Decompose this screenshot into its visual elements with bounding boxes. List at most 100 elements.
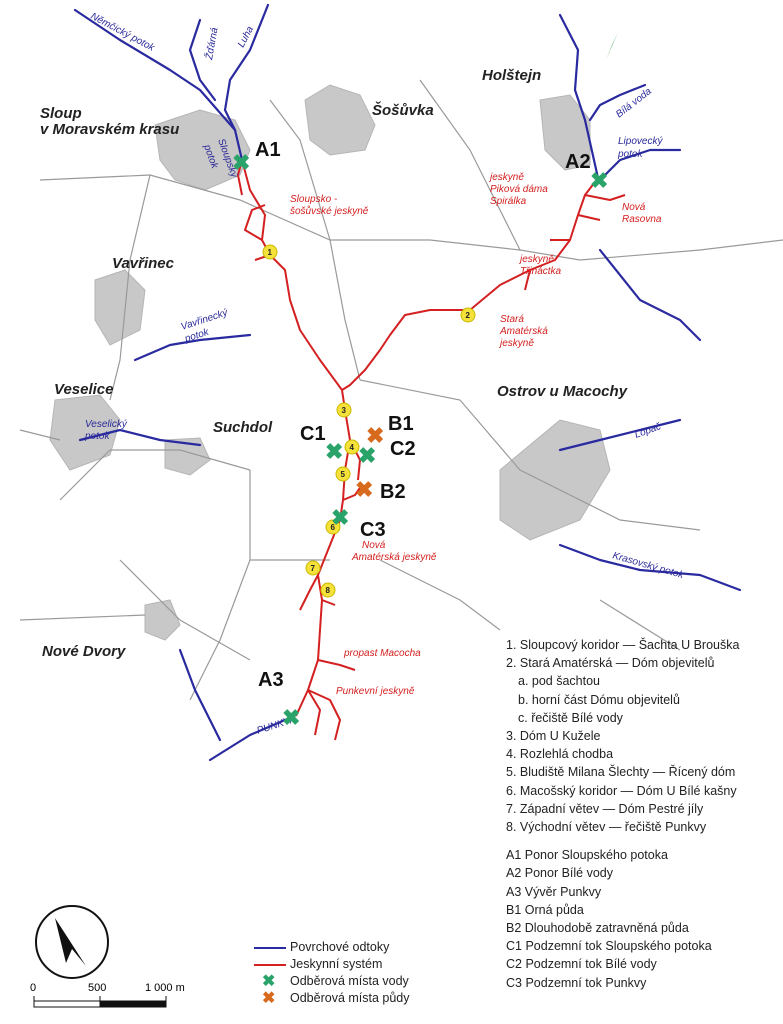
number-marker: 3 — [336, 402, 352, 418]
legend-site: C2 Podzemní tok Bílé vody — [506, 957, 657, 972]
legend-site: A3 Vývěr Punkvy — [506, 884, 602, 899]
soil-site-marker: ✖ — [355, 477, 373, 502]
cave-label: Amatérská — [499, 326, 548, 337]
legend-item: 4. Rozlehlá chodba — [506, 747, 614, 762]
legend-site: A2 Ponor Bílé vody — [506, 866, 614, 881]
legend-subitem: a. pod šachtou — [518, 674, 601, 689]
svg-text:7: 7 — [311, 564, 316, 573]
cave-label: propast Macocha — [343, 648, 421, 659]
town-area-veselice — [49, 394, 121, 471]
legend-site: C1 Podzemní tok Sloupského potoka — [506, 939, 712, 954]
town-area-nove-dvory — [144, 599, 181, 641]
number-marker: 4 — [344, 439, 360, 455]
town-label: Vavřinec — [112, 255, 175, 272]
site-label: C3 — [360, 519, 386, 541]
cave-label: Spirálka — [490, 196, 527, 207]
number-marker: 2 — [460, 307, 476, 323]
number-marker: 7 — [305, 560, 321, 576]
cave-label: jeskyně — [498, 338, 534, 349]
town-area-suchdol — [164, 437, 211, 476]
location-legend: 1. Sloupcový koridor — Šachta U Brouška … — [506, 636, 778, 992]
surface-line-icon — [254, 946, 286, 949]
legend-site: B1 Orná půda — [506, 902, 584, 917]
legend-site: A1 Ponor Sloupského potoka — [506, 848, 668, 863]
legend-item: 7. Západní větev — Dóm Pestré jíly — [506, 801, 704, 816]
number-marker: 1 — [262, 244, 278, 260]
stream-label: Veselický — [85, 419, 128, 430]
water-site-marker: ✖ — [325, 439, 343, 464]
cave-label: Třináctka — [520, 266, 562, 277]
key-label: Odběrová místa vody — [290, 973, 409, 988]
svg-text:5: 5 — [341, 470, 346, 479]
town-label: Holštejn — [482, 67, 541, 84]
key-row-cave: Jeskynní systém — [250, 955, 410, 972]
stream-label: potok — [84, 431, 110, 442]
cave-line-icon — [254, 963, 286, 966]
town-label: Veselice — [54, 381, 114, 398]
site-label: C1 — [300, 423, 326, 445]
north-arrow-icon — [35, 905, 109, 979]
key-row-water: ✖ Odběrová místa vody — [250, 972, 410, 990]
cave-label: Nová — [622, 202, 646, 213]
symbol-key: Povrchové odtoky Jeskynní systém ✖ Odběr… — [250, 938, 410, 1007]
svg-text:2: 2 — [466, 311, 471, 320]
stream-label: Lopač — [633, 421, 662, 441]
water-site-marker: ✖ — [232, 150, 250, 175]
stream-label: Lipovecký — [618, 136, 663, 147]
svg-text:4: 4 — [350, 443, 355, 452]
cave-label: jeskyně — [488, 172, 524, 183]
legend-item: 5. Bludiště Milana Šlechty — Řícený dóm — [506, 765, 736, 780]
site-label: A2 — [565, 151, 591, 173]
svg-text:1: 1 — [268, 248, 273, 257]
water-site-marker: ✖ — [590, 168, 608, 193]
site-label: C2 — [390, 438, 416, 460]
legend-item: 8. Východní větev — řečiště Punkvy — [506, 820, 707, 835]
legend-subitem: b. horní část Dómu objevitelů — [518, 692, 680, 707]
cave-label: šošůvské jeskyně — [290, 205, 369, 217]
soil-cross-icon: ✖ — [262, 989, 276, 1007]
key-label: Jeskynní systém — [290, 956, 383, 971]
town-area-holstejn — [539, 94, 591, 171]
key-label: Povrchové odtoky — [290, 939, 390, 954]
key-label: Odběrová místa půdy — [290, 990, 410, 1005]
stream-label: Luha — [236, 24, 256, 49]
scale-bar — [33, 996, 167, 1008]
town-area-ostrov — [499, 419, 611, 541]
cave-label: jeskyně — [518, 254, 554, 265]
stream-label: Němčický potok — [89, 11, 157, 54]
water-site-marker: ✖ — [358, 443, 376, 468]
cave-label: Rasovna — [622, 214, 662, 225]
key-row-soil: ✖ Odběrová místa půdy — [250, 989, 410, 1007]
svg-text:3: 3 — [342, 406, 347, 415]
svg-text:8: 8 — [326, 586, 331, 595]
water-site-marker: ✖ — [282, 705, 300, 730]
town-area-sloup — [154, 109, 251, 191]
site-label: B2 — [380, 481, 406, 503]
soil-site-marker: ✖ — [366, 423, 384, 448]
number-marker: 5 — [335, 466, 351, 482]
scale-label-1000: 1 000 m — [145, 982, 185, 994]
stream-label: potok — [617, 149, 643, 160]
legend-site: B2 Dlouhodobě zatravněná půda — [506, 921, 689, 936]
number-marker: 6 — [325, 519, 341, 535]
cave-label: Punkevní jeskyně — [336, 686, 415, 697]
cave-label: Nová — [362, 540, 386, 551]
cave-label: Stará — [500, 314, 524, 325]
cave-label: Piková dáma — [490, 184, 548, 195]
site-label: B1 — [388, 413, 414, 435]
scale-label-500: 500 — [88, 982, 107, 994]
water-cross-icon: ✖ — [262, 972, 276, 990]
scale-label-0: 0 — [30, 982, 37, 994]
town-area-vavrinec — [94, 269, 146, 346]
town-label: Suchdol — [213, 419, 273, 436]
number-marker: 8 — [320, 582, 336, 598]
legend-item: 1. Sloupcový koridor — Šachta U Brouška — [506, 638, 740, 652]
town-area-sosuvka — [304, 84, 376, 156]
water-site-marker: ✖ — [331, 505, 349, 530]
town-label: Šošůvka — [372, 101, 434, 119]
stream-label: Bílá voda — [614, 86, 654, 121]
town-label: v Moravském krasu — [40, 121, 179, 138]
town-label: Sloup — [40, 105, 82, 122]
stream-label: Žďárná — [202, 26, 221, 62]
